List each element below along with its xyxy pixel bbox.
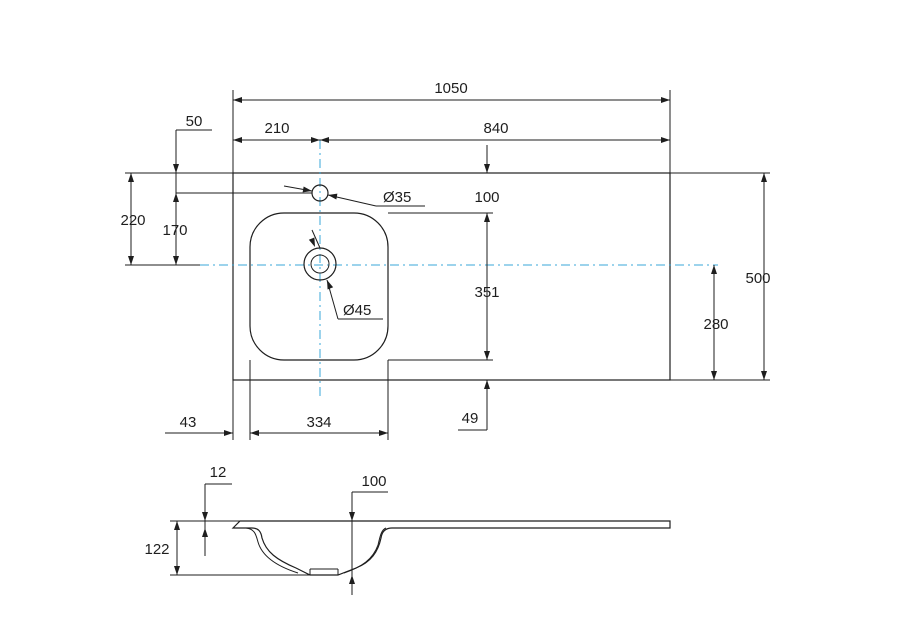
section-view: 12 122 100: [144, 464, 671, 595]
drain-offset-label: 100: [361, 473, 386, 490]
dim-overall-width: 1050: [232, 80, 671, 173]
dim-top-thickness: 12: [200, 464, 240, 556]
dim-bowl-depth: 122: [144, 520, 310, 576]
right-width-label: 840: [483, 120, 508, 137]
dim-drain-to-front: 280: [703, 265, 729, 380]
bowl-length-label: 351: [474, 284, 499, 301]
bowl-outline: [249, 212, 389, 361]
hole-offset-label: 210: [264, 120, 289, 137]
dim-bowl-length: 351: [388, 212, 500, 361]
countertop-outline: [232, 172, 671, 381]
dim-overall-depth: 500: [670, 172, 771, 381]
depth-to-drain-label: 220: [120, 212, 145, 229]
dim-hole-offset-and-right: 210 840: [233, 120, 670, 143]
left-edge-offset-label: 43: [180, 414, 197, 431]
bowl-depth-label: 122: [144, 541, 169, 558]
drain-to-front-label: 280: [703, 316, 728, 333]
top-offset-label: 100: [474, 189, 499, 206]
dim-drain-offset: 100: [349, 473, 388, 595]
dim-depth-to-drain: 220: [120, 172, 233, 266]
dim-tap-diameter: Ø35: [283, 185, 425, 207]
left-margin-small-label: 50: [186, 113, 203, 130]
drain-diameter-label: Ø45: [343, 302, 371, 319]
drain-inner: [310, 254, 330, 274]
dim-front-margin: 49: [458, 380, 490, 431]
plan-view: 1050 210 840 50 220: [120, 80, 771, 440]
dim-top-offset: 100: [474, 145, 500, 206]
dim-left-edge-and-bowl-width: 43 334: [165, 360, 389, 440]
depth-to-tap-label: 170: [162, 222, 187, 239]
section-profile: [231, 520, 671, 576]
bowl-width-label: 334: [306, 414, 331, 431]
top-thickness-label: 12: [210, 464, 227, 481]
overall-width-label: 1050: [434, 80, 467, 97]
dim-depth-to-tap: 170: [162, 192, 312, 265]
dim-left-margin-small: 50: [173, 113, 212, 265]
dim-drain-diameter: Ø45: [308, 229, 383, 320]
front-margin-label: 49: [462, 410, 479, 427]
overall-depth-label: 500: [745, 270, 770, 287]
tap-diameter-label: Ø35: [383, 189, 411, 206]
